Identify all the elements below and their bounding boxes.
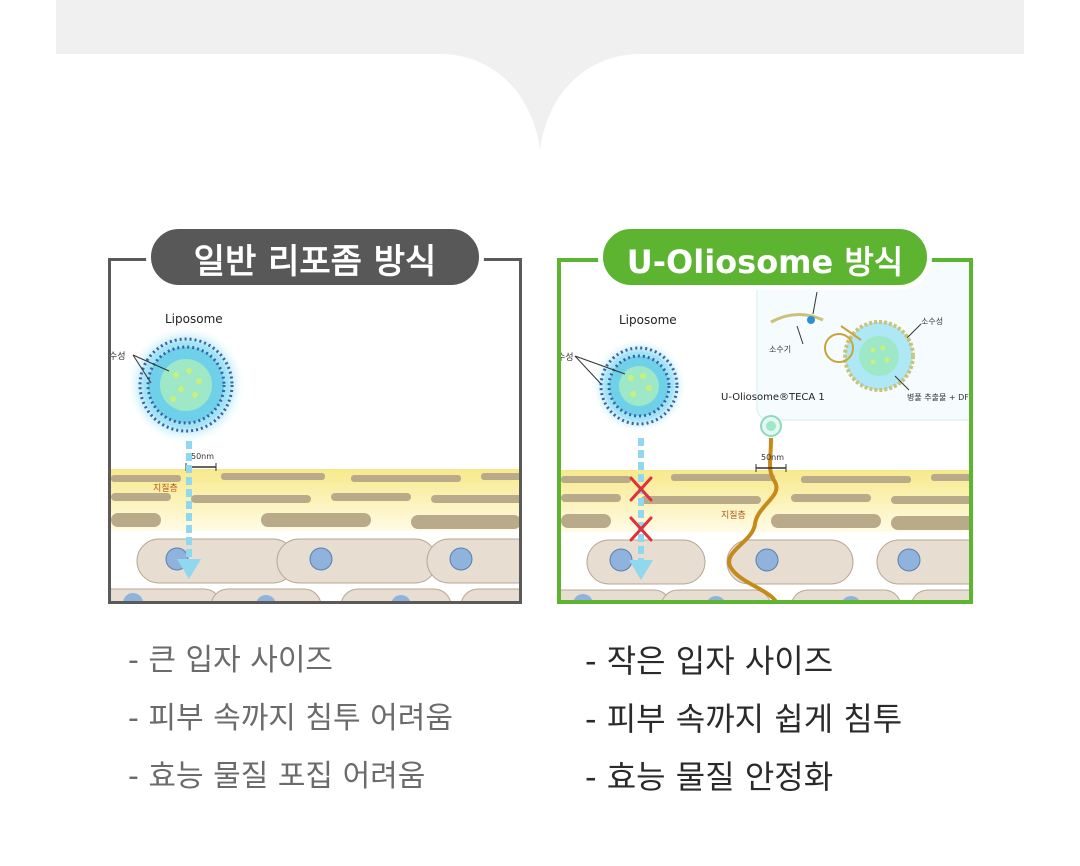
list-item: - 효능 물질 안정화 <box>585 758 834 796</box>
liposome-particle <box>591 338 687 434</box>
inset-hydrophilic-label: 소수성 <box>921 317 943 326</box>
panel-title-liposome: 일반 리포좀 방식 <box>146 224 484 290</box>
penetration-channel <box>727 437 779 600</box>
lipid-layer-label: 지질층 <box>721 509 746 521</box>
list-item: - 피부 속까지 쉽게 침투 <box>585 700 903 738</box>
lipid-layer-plates <box>111 473 519 529</box>
blocked-x-icon <box>629 476 653 502</box>
liposome-diagram: 수성 Liposome 50nm 지질층 <box>111 312 519 601</box>
arrow-head-icon <box>177 559 201 579</box>
top-divider-shape <box>56 0 1024 150</box>
hydrophilic-label: 수성 <box>561 352 574 363</box>
list-item: - 작은 입자 사이즈 <box>585 642 834 680</box>
list-item: - 큰 입자 사이즈 <box>128 643 334 678</box>
lipid-layer-label: 지질층 <box>153 482 178 494</box>
u-oliosome-feature-list: - 작은 입자 사이즈 - 피부 속까지 쉽게 침투 - 효능 물질 안정화 <box>585 632 902 806</box>
lipid-layer-plates <box>561 474 969 530</box>
liposome-label: Liposome <box>619 313 677 327</box>
liposome-diagram-panel: 수성 Liposome 50nm 지질층 <box>108 258 522 604</box>
liposome-particle <box>126 325 246 445</box>
u-oliosome-label: U-Oliosome®TECA 1 <box>721 392 825 403</box>
u-oliosome-diagram-panel: 소수기 소수성 병풀 추출물 + DF <box>557 258 973 604</box>
skin-cells <box>111 538 519 601</box>
list-item: - 효능 물질 포집 어려움 <box>128 759 426 794</box>
arrow-head-icon <box>629 560 653 580</box>
u-oliosome-diagram: 소수기 소수성 병풀 추출물 + DF <box>561 262 969 600</box>
hydrophilic-label: 수성 <box>111 351 126 362</box>
liposome-feature-list: - 큰 입자 사이즈 - 피부 속까지 침투 어려움 - 효능 물질 포집 어려… <box>128 632 453 806</box>
scale-label: 50nm <box>761 453 784 462</box>
panel-title-u-oliosome: U-Oliosome 방식 <box>598 224 932 290</box>
liposome-label: Liposome <box>165 312 223 326</box>
list-item: - 피부 속까지 침투 어려움 <box>128 701 453 736</box>
inset-hydrophobic-label: 소수기 <box>769 345 791 354</box>
inset-extract-label: 병풀 추출물 + DF <box>907 392 969 402</box>
blocked-x-icon <box>629 516 653 542</box>
scale-label: 50nm <box>191 452 214 461</box>
